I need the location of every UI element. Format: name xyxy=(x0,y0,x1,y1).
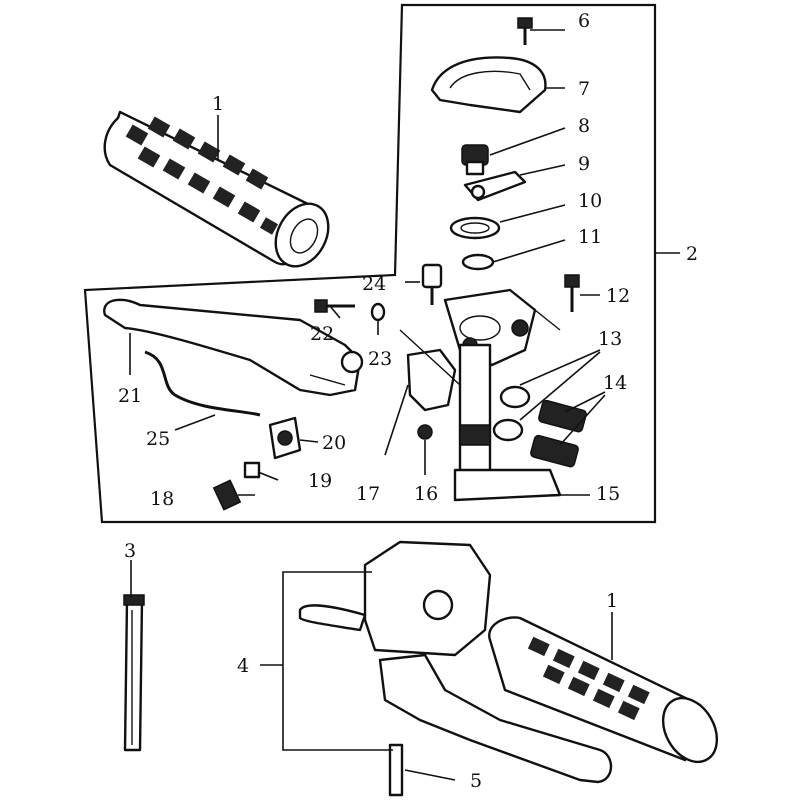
handlebar-grip-bottom xyxy=(488,616,719,763)
leader-lines xyxy=(129,29,680,781)
callout-13: 13 xyxy=(598,328,622,350)
callout-3: 3 xyxy=(124,540,136,562)
handlebar-grip-top xyxy=(103,110,330,268)
callout-19: 19 xyxy=(308,470,332,492)
callout-10: 10 xyxy=(578,190,602,212)
switch-parts xyxy=(492,385,587,468)
master-cylinder-body xyxy=(443,288,562,502)
reservoir-cover xyxy=(430,17,547,114)
callout-7: 7 xyxy=(578,78,590,100)
callout-9: 9 xyxy=(578,153,590,175)
callout-25: 25 xyxy=(146,428,170,450)
callout-21: 21 xyxy=(118,385,142,407)
assembly-2-outline xyxy=(83,3,657,524)
callout-22: 22 xyxy=(310,323,334,345)
callout-1-bottom: 1 xyxy=(606,590,618,612)
callout-labels: 1 1 2 3 4 5 6 7 8 9 10 11 12 13 14 15 16… xyxy=(118,10,698,792)
callout-20: 20 xyxy=(322,432,346,454)
callout-24: 24 xyxy=(362,273,386,295)
callout-11: 11 xyxy=(578,226,602,248)
callout-16: 16 xyxy=(414,483,438,505)
callout-12: 12 xyxy=(606,285,630,307)
callout-1-top: 1 xyxy=(212,93,224,115)
cable-adjuster xyxy=(212,416,302,511)
lever-cable xyxy=(144,350,261,417)
callout-6: 6 xyxy=(578,10,590,32)
callout-14: 14 xyxy=(603,372,627,394)
callout-18: 18 xyxy=(150,488,174,510)
reservoir-internal-parts xyxy=(449,144,527,271)
callout-8: 8 xyxy=(578,115,590,137)
bolt-12 xyxy=(564,274,580,312)
switch-housing xyxy=(399,329,461,440)
callout-4: 4 xyxy=(237,655,249,677)
callout-23: 23 xyxy=(368,348,392,370)
clutch-lever-assembly xyxy=(298,540,613,797)
brake-lever xyxy=(103,298,364,397)
callout-5: 5 xyxy=(470,770,482,792)
pivot-bolts xyxy=(314,263,443,322)
callout-17: 17 xyxy=(356,483,380,505)
callout-15: 15 xyxy=(596,483,620,505)
callout-2: 2 xyxy=(686,243,698,265)
throttle-cable-3 xyxy=(123,594,145,752)
